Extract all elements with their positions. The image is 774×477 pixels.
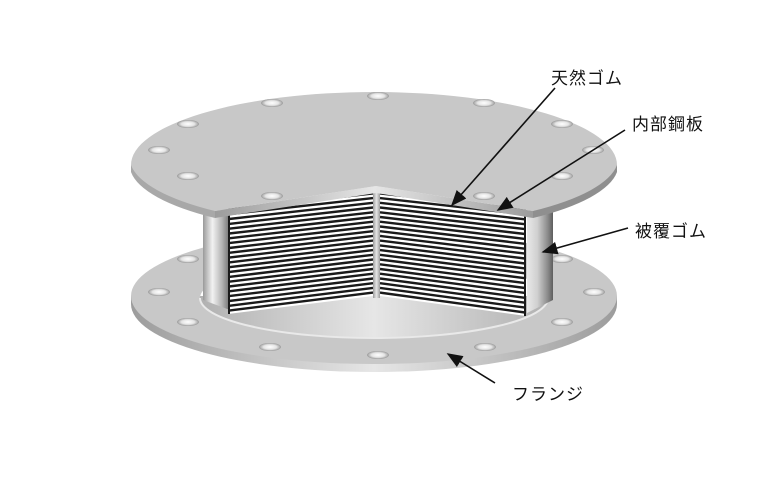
leader-arrows bbox=[446, 87, 629, 384]
cover-rubber-left bbox=[203, 200, 230, 310]
arrow-internal-steel-plate bbox=[496, 129, 626, 211]
bolt-holes-bottom bbox=[148, 255, 605, 359]
label-cover-rubber: 被覆ゴム bbox=[635, 222, 707, 242]
label-natural-rubber: 天然ゴム bbox=[551, 69, 623, 89]
center-edge bbox=[373, 188, 380, 298]
label-flange: フランジ bbox=[512, 385, 584, 405]
arrow-flange bbox=[446, 353, 496, 384]
top-flange bbox=[131, 92, 617, 218]
arrow-cover-rubber bbox=[541, 227, 629, 255]
label-internal-steel-plate: 内部鋼板 bbox=[632, 115, 704, 135]
cover-rubber-right bbox=[527, 200, 553, 313]
arrow-natural-rubber bbox=[450, 87, 556, 207]
